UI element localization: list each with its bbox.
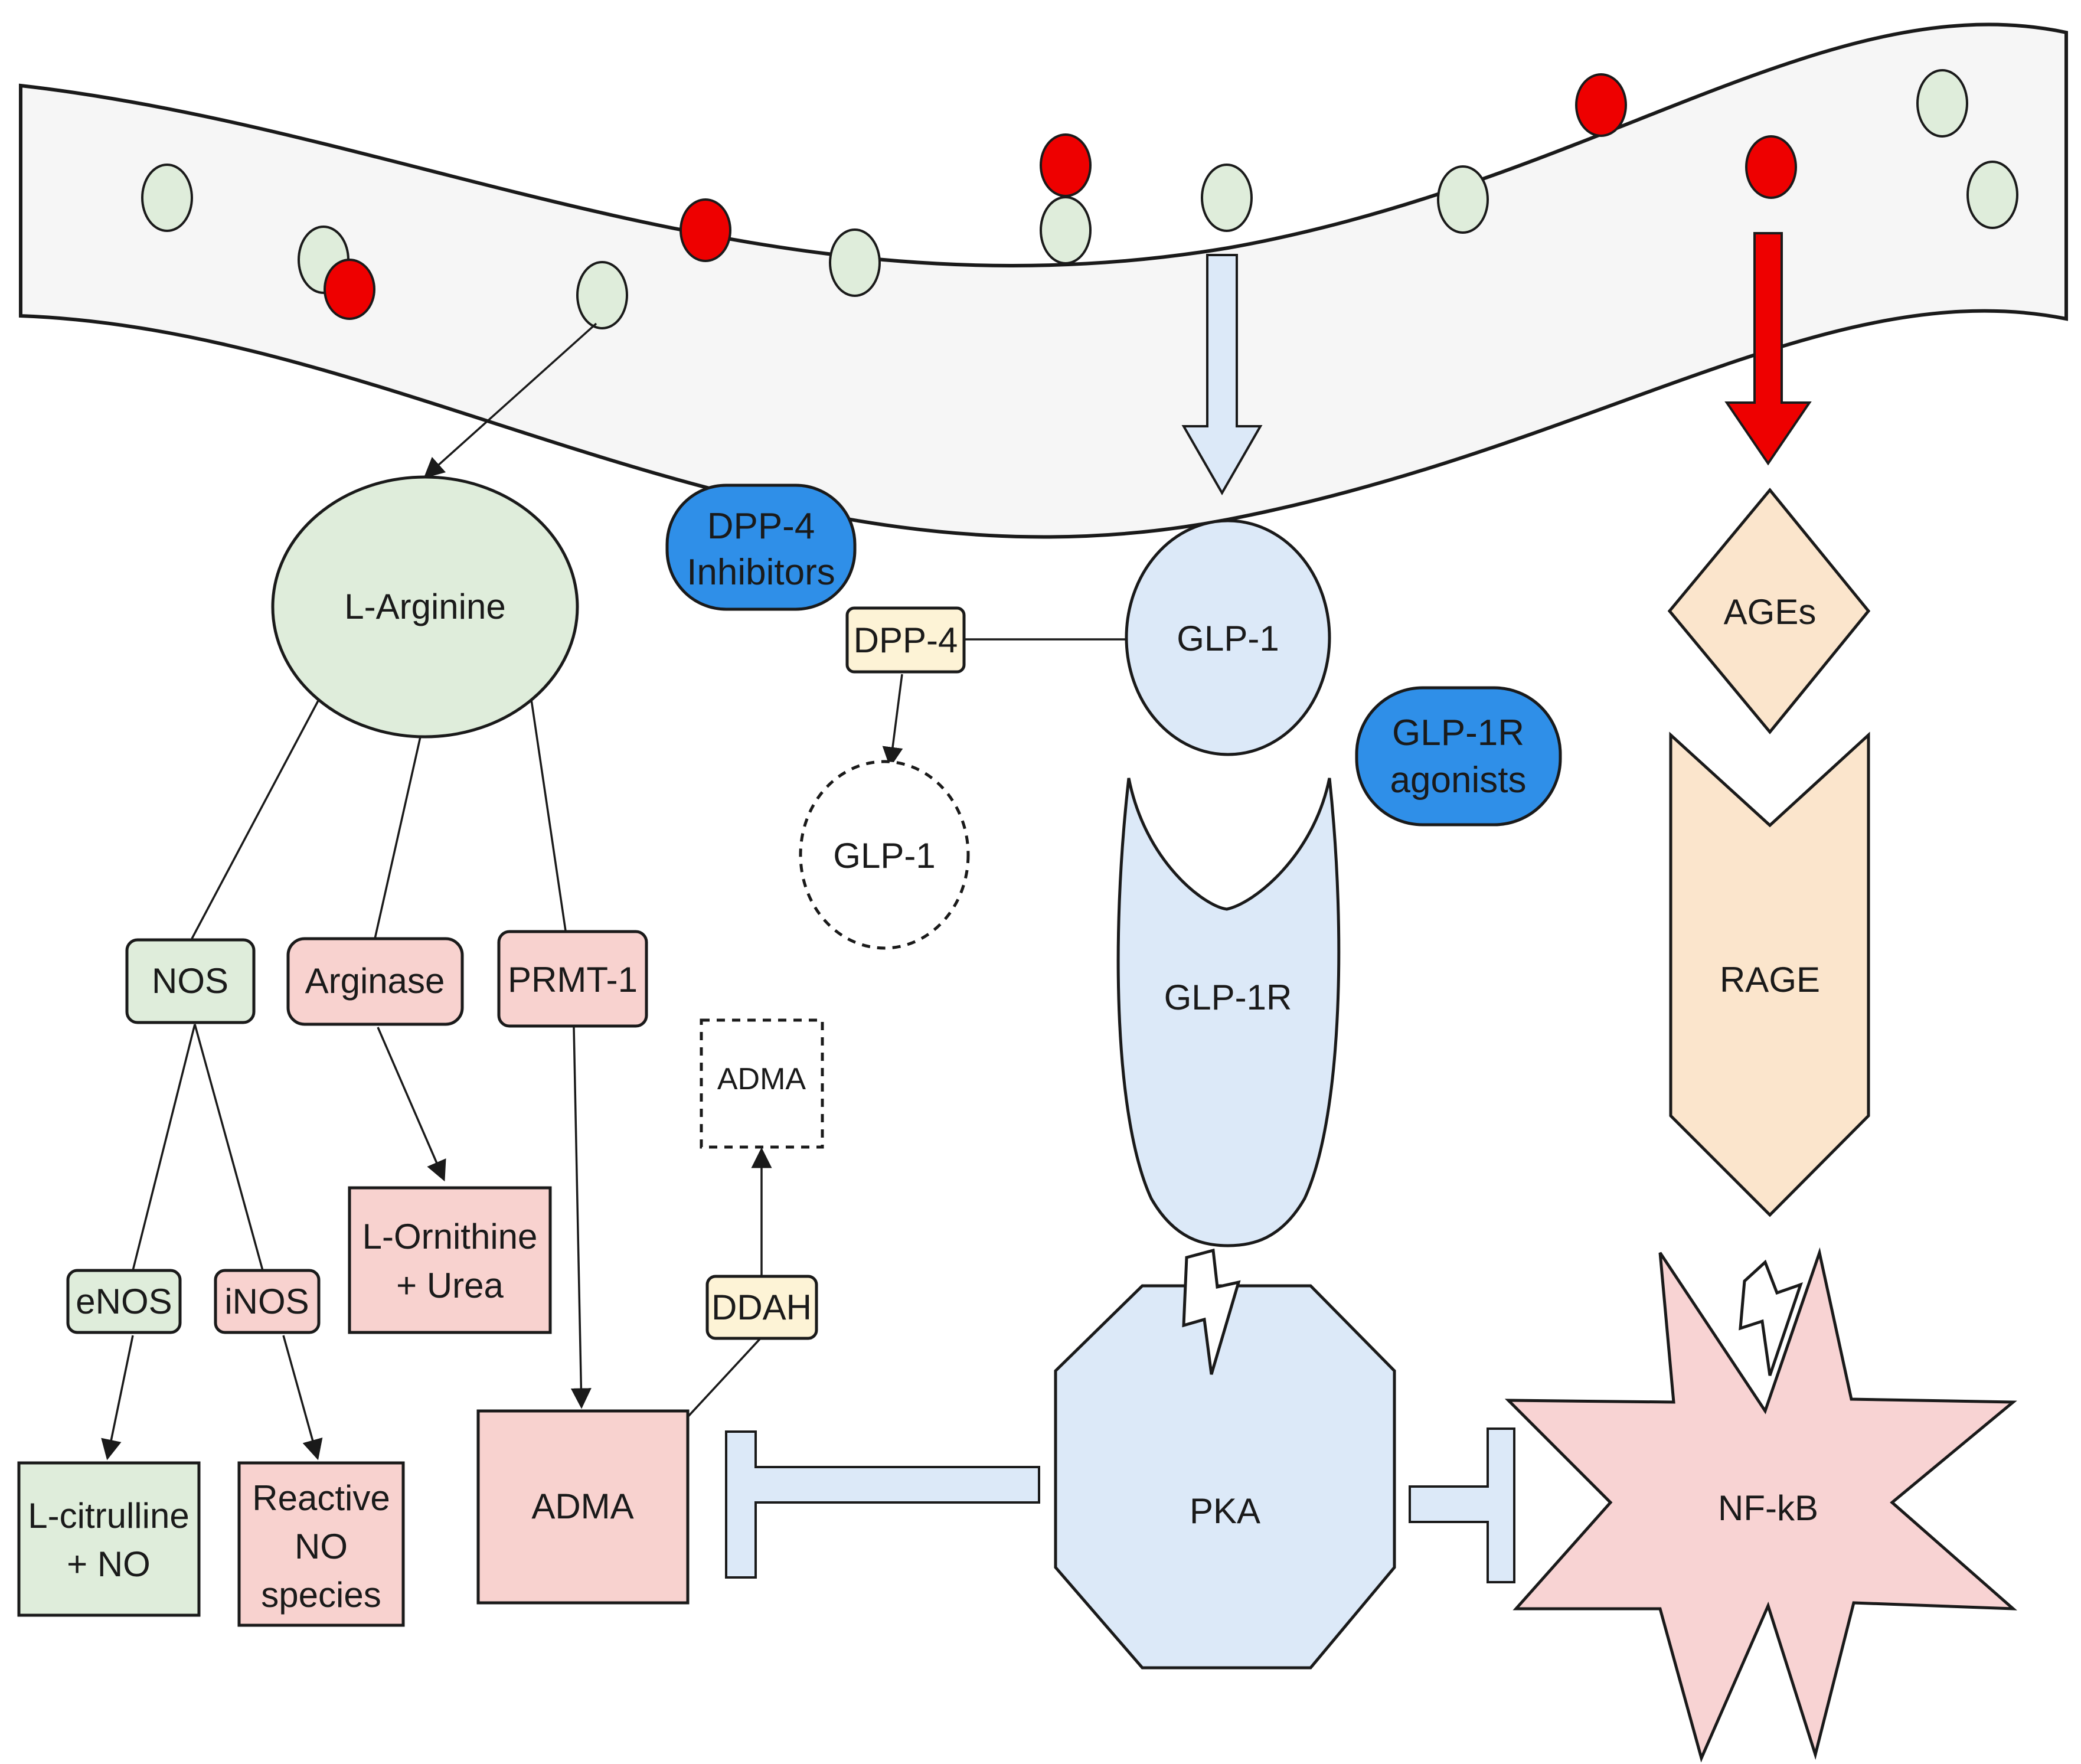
ages-release-arrow — [1724, 232, 1812, 466]
line-nos-to-enos — [132, 1024, 196, 1271]
nfkb-activation-bolt — [1739, 1259, 1804, 1376]
ddah-node: DDAH — [705, 1275, 818, 1340]
ages-particle — [1040, 133, 1092, 197]
ages-particle — [1745, 135, 1797, 199]
ages-node: AGEs — [1667, 488, 1871, 734]
node-label: NF-kB — [1718, 1488, 1818, 1528]
arrow-prmt1-to-adma — [570, 1027, 592, 1409]
pka-inhibits-nfkb — [1409, 1427, 1515, 1583]
enos-node: eNOS — [66, 1269, 182, 1334]
node-label: GLP-1 — [1177, 619, 1279, 658]
ages-particle — [679, 198, 731, 262]
glp1r-node: GLP-1R — [1116, 778, 1341, 1247]
rage-node: RAGE — [1669, 731, 1870, 1217]
l-citrulline-node: L-citrulline + NO — [17, 1461, 201, 1617]
node-label: PRMT-1 — [508, 960, 638, 999]
line-l-arginine-to-nos — [191, 699, 320, 939]
prmt1-node: PRMT-1 — [497, 930, 648, 1028]
line-l-arginine-to-prmt1 — [530, 699, 568, 939]
l-arginine-node: L-Arginine — [271, 475, 579, 739]
glp1-particle — [1201, 164, 1253, 232]
node-label: Reactive — [252, 1478, 390, 1518]
pka-node: PKA — [1054, 1248, 1396, 1670]
node-label: + Urea — [396, 1266, 504, 1305]
node-label: NOS — [152, 961, 228, 1001]
node-label: GLP-1R — [1392, 713, 1524, 753]
connectors — [101, 322, 1128, 1461]
line-nos-to-inos — [194, 1024, 264, 1271]
node-label: ADMA — [717, 1062, 806, 1096]
line-l-arginine-to-arginase — [374, 729, 423, 939]
dpp4-node: DPP-4 — [845, 606, 966, 674]
arrow-enos-to-citrulline — [101, 1335, 134, 1461]
glp1-particle — [576, 261, 628, 329]
ages-particle — [324, 259, 375, 320]
glp1-node: GLP-1 — [1125, 519, 1331, 756]
node-label: GLP-1R — [1164, 978, 1292, 1017]
node-label: NO — [295, 1527, 348, 1566]
node-label: L-Ornithine — [362, 1217, 538, 1256]
glp1-degraded-node: GLP-1 — [799, 760, 970, 950]
arginase-node: Arginase — [286, 937, 464, 1026]
line-adma-to-ddah — [687, 1336, 763, 1418]
arrow-dpp4-to-degraded-glp1 — [882, 674, 903, 768]
adma-node: ADMA — [476, 1409, 690, 1605]
node-label: PKA — [1190, 1491, 1260, 1531]
glp1-particle — [829, 228, 881, 297]
reactive-no-species-node: Reactive NO species — [237, 1461, 405, 1627]
arrow-inos-to-reactive-no — [282, 1335, 323, 1461]
pka-inhibits-adma — [725, 1430, 1040, 1579]
node-label: GLP-1 — [833, 836, 935, 876]
node-label: + NO — [67, 1544, 151, 1584]
node-label: L-citrulline — [28, 1496, 189, 1536]
node-label: DPP-4 — [707, 506, 815, 547]
node-label: AGEs — [1724, 592, 1817, 632]
node-label: Arginase — [305, 961, 445, 1001]
adma-metabolized-node: ADMA — [700, 1018, 824, 1149]
node-label: iNOS — [224, 1282, 309, 1321]
nos-node: NOS — [125, 938, 256, 1024]
glp1-particle — [1437, 165, 1489, 234]
glp1-release-arrow — [1181, 254, 1263, 496]
glp1-particle — [1966, 161, 2018, 229]
node-label: ADMA — [531, 1487, 633, 1526]
ages-particle — [1575, 73, 1627, 137]
pka-activation-bolt — [1182, 1248, 1241, 1375]
node-label: RAGE — [1720, 960, 1820, 999]
node-label: DPP-4 — [854, 620, 958, 660]
node-label: DDAH — [711, 1288, 812, 1327]
glp1r-agonists-node: GLP-1R agonists — [1355, 686, 1562, 827]
glp1-particle — [141, 164, 193, 232]
glp1-particle — [1916, 69, 1968, 138]
node-label: species — [261, 1575, 381, 1615]
node-label: Inhibitors — [687, 552, 835, 593]
l-ornithine-urea-node: L-Ornithine + Urea — [348, 1186, 552, 1334]
arrow-vessel-to-l-arginine — [423, 322, 597, 479]
dpp4-inhibitors-node: DPP-4 Inhibitors — [665, 484, 857, 611]
vessel-particles — [141, 69, 2018, 329]
inos-node: iNOS — [214, 1269, 321, 1334]
arrow-arginase-to-ornithine — [377, 1027, 446, 1182]
glp1-particle — [1040, 196, 1092, 264]
node-label: agonists — [1390, 760, 1527, 801]
node-label: eNOS — [76, 1282, 172, 1321]
node-label: L-Arginine — [344, 587, 506, 626]
nfkb-node: NF-kB — [1504, 1247, 2017, 1763]
